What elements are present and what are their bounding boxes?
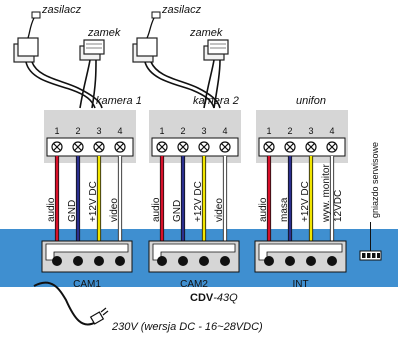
wire-label: masa bbox=[279, 197, 290, 222]
wire-label: GND bbox=[172, 200, 183, 222]
terminal-number: 1 bbox=[266, 126, 271, 136]
terminal-number: 3 bbox=[201, 126, 206, 136]
connector-pin bbox=[94, 256, 104, 266]
screw-icon bbox=[72, 141, 84, 153]
power-supply-1 bbox=[13, 11, 41, 63]
connector-label: CAM2 bbox=[180, 279, 208, 290]
connector-pin bbox=[157, 256, 167, 266]
wire-label: video bbox=[109, 198, 120, 222]
terminal-number: 4 bbox=[222, 126, 227, 136]
screw-icon bbox=[305, 141, 317, 153]
screw-icon bbox=[51, 141, 63, 153]
label-zamek-2: zamek bbox=[189, 27, 223, 39]
terminal-number: 1 bbox=[159, 126, 164, 136]
screw-icon bbox=[177, 141, 189, 153]
terminal-strip bbox=[151, 137, 239, 157]
wire-label: audio bbox=[151, 197, 162, 222]
label-zasilacz-1: zasilacz bbox=[41, 4, 82, 16]
terminal-number: 2 bbox=[75, 126, 80, 136]
label-kamera-2: kamera 2 bbox=[193, 95, 239, 107]
connector-key bbox=[45, 243, 129, 261]
screw-icon bbox=[284, 141, 296, 153]
connector-key bbox=[152, 243, 236, 261]
connector-pin bbox=[115, 256, 125, 266]
screw-icon bbox=[198, 141, 210, 153]
screw-icon bbox=[219, 141, 231, 153]
label-zasilacz-2: zasilacz bbox=[161, 4, 202, 16]
model-label: CDV-43Q bbox=[190, 292, 238, 304]
bottom-note: 230V (wersja DC - 16~28VDC) bbox=[111, 321, 263, 333]
terminal-strip bbox=[46, 137, 134, 157]
lock-1 bbox=[79, 39, 105, 61]
terminal-number: 3 bbox=[308, 126, 313, 136]
terminal-number: 3 bbox=[96, 126, 101, 136]
device-cables bbox=[25, 59, 221, 109]
label-gniazdo-serwisowe: gniazdo serwisowe bbox=[370, 142, 380, 218]
connector-pin bbox=[327, 256, 337, 266]
terminal-number: 4 bbox=[329, 126, 334, 136]
lock-2 bbox=[203, 39, 229, 61]
terminal-number: 1 bbox=[54, 126, 59, 136]
label-unifon: unifon bbox=[296, 95, 326, 107]
connector-pin bbox=[264, 256, 274, 266]
wire-label: GND bbox=[67, 200, 78, 222]
power-cable bbox=[33, 281, 97, 326]
service-socket bbox=[359, 222, 382, 261]
terminal-strip bbox=[258, 137, 346, 157]
connector-label: INT bbox=[292, 279, 308, 290]
screw-icon bbox=[326, 141, 338, 153]
connector-pin bbox=[52, 256, 62, 266]
connector-pin bbox=[285, 256, 295, 266]
wire-label: wyw. monitor bbox=[321, 164, 332, 223]
screw-icon bbox=[263, 141, 275, 153]
wire-label: +12V DC bbox=[193, 181, 204, 222]
screw-icon bbox=[156, 141, 168, 153]
connector-pin bbox=[73, 256, 83, 266]
connector-pin bbox=[178, 256, 188, 266]
model-brand: CDV bbox=[190, 292, 214, 304]
connector-pin bbox=[306, 256, 316, 266]
screw-icon bbox=[93, 141, 105, 153]
wire-label: +12V DC bbox=[88, 181, 99, 222]
connector-pin bbox=[220, 256, 230, 266]
terminal-number: 2 bbox=[180, 126, 185, 136]
model-number: -43Q bbox=[213, 292, 238, 304]
power-plug-icon bbox=[89, 307, 109, 325]
terminal-number: 2 bbox=[287, 126, 292, 136]
wire-label: audio bbox=[258, 197, 269, 222]
terminal-number: 4 bbox=[117, 126, 122, 136]
power-supply-2 bbox=[132, 11, 161, 63]
connector-pin bbox=[199, 256, 209, 266]
label-zamek-1: zamek bbox=[87, 27, 121, 39]
wire-label: +12V DC bbox=[300, 181, 311, 222]
wire-label: 12VDC bbox=[333, 190, 344, 222]
connector-key bbox=[258, 243, 343, 261]
screw-icon bbox=[114, 141, 126, 153]
label-kamera-1: kamera 1 bbox=[96, 95, 142, 107]
wire-label: audio bbox=[46, 197, 57, 222]
wire-label: video bbox=[214, 198, 225, 222]
connector-label: CAM1 bbox=[73, 279, 101, 290]
